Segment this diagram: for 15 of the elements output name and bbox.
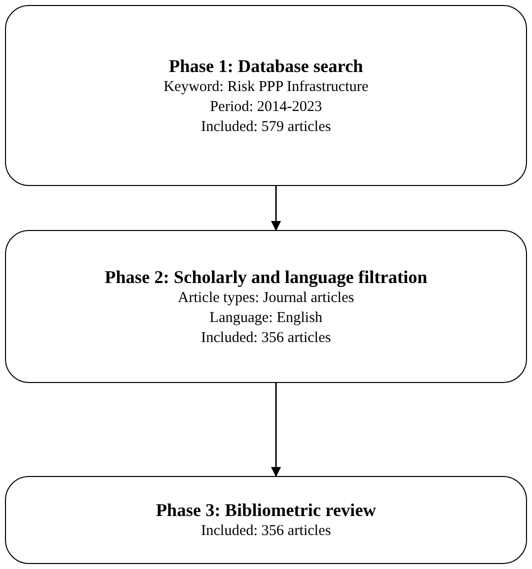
phase-detail: Keyword: Risk PPP Infrastructure — [164, 78, 368, 96]
phase-detail: Included: 579 articles — [201, 118, 331, 136]
process-box — [5, 5, 527, 186]
phase-detail: Language: English — [210, 308, 322, 328]
phase-heading: Phase 2: Scholarly and language filtration — [104, 266, 428, 288]
arrow — [271, 186, 281, 231]
phase-detail: Period: 2014-2023 — [210, 98, 322, 116]
phase-detail: Article types: Journal articles — [178, 288, 354, 308]
phase-detail: Included: 356 articles — [201, 522, 331, 541]
phase-heading: Phase 3: Bibliometric review — [156, 499, 376, 521]
process-box — [5, 476, 527, 564]
phase-detail: Included: 356 articles — [201, 328, 331, 348]
process-box — [5, 230, 527, 383]
arrow — [271, 383, 281, 477]
phase-heading: Phase 1: Database search — [168, 54, 364, 76]
